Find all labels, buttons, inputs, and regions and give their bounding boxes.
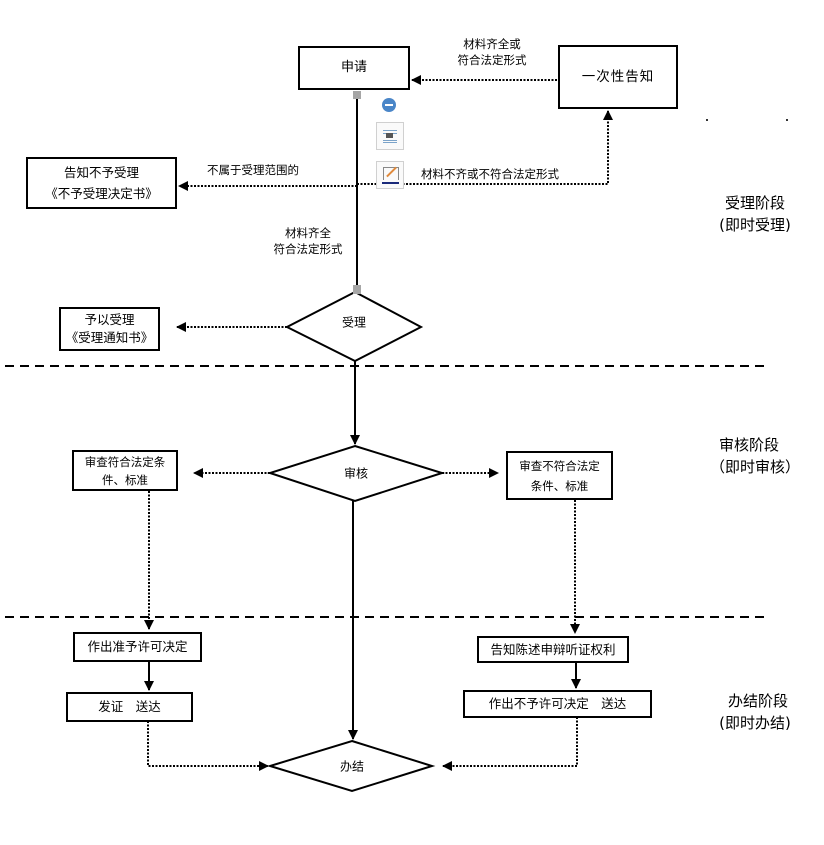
- node-accept-line1: 予以受理: [84, 312, 135, 327]
- node-reject-line1: 告知不予受理: [63, 165, 139, 180]
- node-inform-label: 告知陈述申辩听证权利: [490, 641, 616, 657]
- node-grant-label: 作出准予许可决定: [87, 639, 188, 654]
- node-notify-once-label: 一次性告知: [581, 69, 655, 85]
- connector-handle-start[interactable]: [353, 91, 361, 99]
- phase-finish-subtitle: (即时办结): [719, 714, 791, 732]
- node-pass-line1: 审查符合法定条: [84, 454, 166, 469]
- node-issue-deliver[interactable]: 发证 送达: [66, 692, 193, 722]
- node-issue-label: 发证 送达: [98, 699, 161, 714]
- phase-accept-subtitle: (即时受理): [719, 216, 791, 234]
- node-reject-line2: 《不予受理决定书》: [45, 186, 158, 201]
- phase-review-title: 审核阶段: [718, 436, 779, 454]
- phase-review: 审核阶段 （即时审核）: [700, 434, 810, 478]
- layout-options-icon[interactable]: [382, 98, 396, 112]
- edge-issue-to-finish: [147, 721, 269, 771]
- edge-label-line: 符合法定形式: [273, 242, 343, 256]
- edge-deny-to-finish: [442, 717, 578, 771]
- node-fail-line2: 条件、标准: [530, 478, 589, 493]
- phase-accept-title: 受理阶段: [724, 194, 785, 212]
- node-deny-deliver[interactable]: 作出不予许可决定 送达: [463, 690, 652, 718]
- node-reject[interactable]: 告知不予受理 《不予受理决定书》: [26, 157, 177, 209]
- node-accept-line2: 《受理通知书》: [65, 330, 154, 345]
- edge-label-line: 材料齐全或: [463, 37, 521, 51]
- phase-review-subtitle: （即时审核）: [709, 458, 800, 476]
- phase-accept: 受理阶段 (即时受理): [700, 192, 810, 236]
- node-accept-notice[interactable]: 予以受理 《受理通知书》: [59, 307, 160, 351]
- phase-finish: 办结阶段 (即时办结): [700, 690, 810, 734]
- stray-dot: [786, 119, 788, 121]
- phase-finish-title: 办结阶段: [727, 692, 788, 710]
- edge-label-incomplete: 材料不齐或不符合法定形式: [421, 167, 559, 181]
- decision-accept-label: 受理: [341, 315, 367, 330]
- decision-review-label: 审核: [343, 466, 369, 481]
- node-review-fail[interactable]: 审查不符合法定 条件、标准: [506, 451, 613, 500]
- decision-finish[interactable]: [266, 739, 436, 793]
- shape-style-icon[interactable]: [376, 161, 404, 189]
- edge-label-out-of-scope: 不属于受理范围的: [207, 163, 299, 177]
- stray-dot: [706, 119, 708, 121]
- connector-handle-end[interactable]: [353, 285, 361, 294]
- decision-finish-label: 办结: [339, 759, 365, 774]
- edge-label-line: 材料齐全: [285, 226, 331, 240]
- node-review-pass[interactable]: 审查符合法定条 件、标准: [72, 450, 178, 491]
- edge-label-line: 符合法定形式: [457, 53, 527, 67]
- node-apply-label: 申请: [340, 60, 367, 75]
- node-notify-once[interactable]: 一次性告知: [558, 45, 678, 109]
- decision-review[interactable]: [266, 444, 446, 503]
- node-fail-line1: 审查不符合法定: [519, 458, 600, 473]
- node-grant-decision[interactable]: 作出准予许可决定: [73, 632, 202, 662]
- image-wrap-icon[interactable]: [376, 122, 404, 150]
- edge-label-complete-or-legal: 材料齐全或 符合法定形式: [447, 36, 537, 68]
- node-deny-label: 作出不予许可决定 送达: [488, 696, 627, 711]
- node-inform-rights[interactable]: 告知陈述申辩听证权利: [477, 636, 629, 663]
- node-apply[interactable]: 申请: [298, 46, 410, 90]
- edge-label-complete: 材料齐全 符合法定形式: [264, 225, 352, 257]
- node-pass-line2: 件、标准: [102, 472, 148, 487]
